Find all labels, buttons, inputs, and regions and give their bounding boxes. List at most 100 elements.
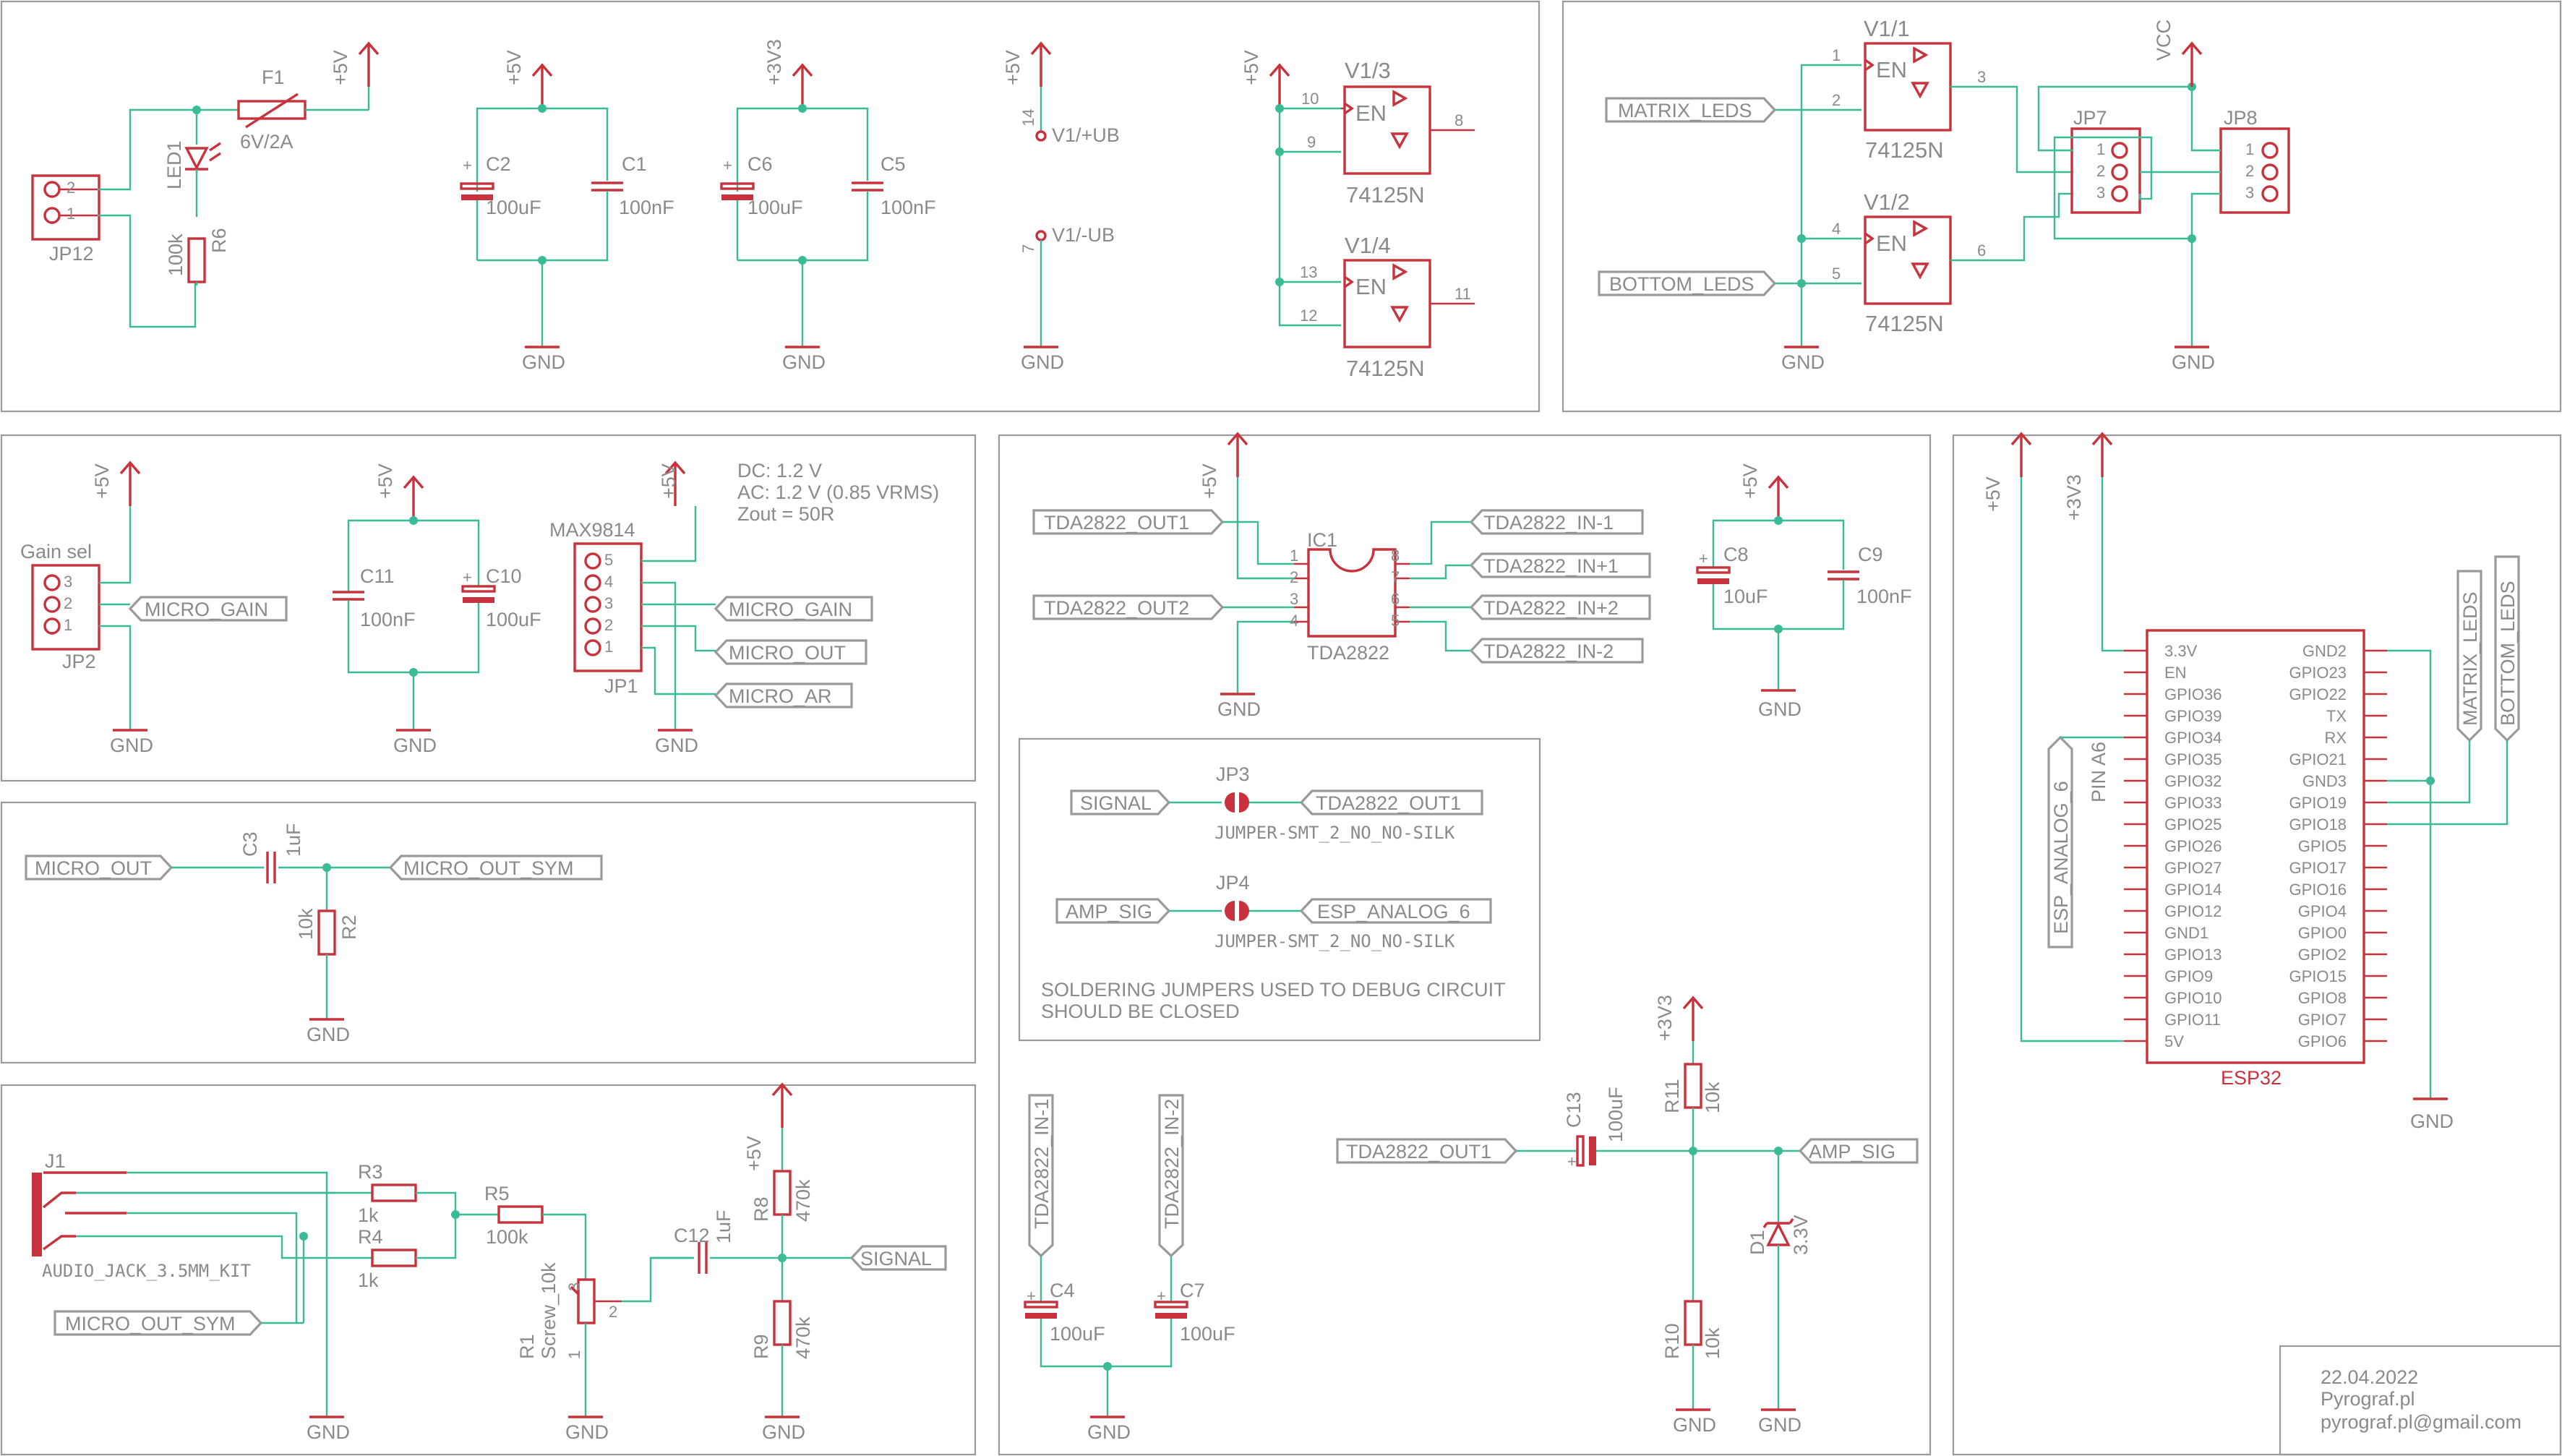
- out1-label: TDA2822_OUT1: [1044, 512, 1189, 534]
- pin-label: 2: [2096, 162, 2105, 180]
- gnd-label: GND: [307, 1421, 350, 1443]
- pin-label: 2: [64, 594, 72, 612]
- polarity-mark: +: [1027, 1287, 1036, 1305]
- v1-1-label: V1/1: [1864, 16, 1910, 41]
- pin-label: 1: [2245, 140, 2254, 158]
- r3-value: 1k: [358, 1204, 379, 1226]
- polarity-mark: +: [1567, 1152, 1577, 1170]
- pin-label: 3: [2245, 184, 2254, 202]
- gnd-label: GND: [1781, 351, 1825, 373]
- pin-label: 1: [67, 205, 75, 223]
- supply-label: +5V: [91, 463, 113, 499]
- v1-3-label: V1/3: [1345, 58, 1391, 83]
- esp32-pin-label: GPIO21: [2289, 750, 2347, 768]
- esp32-pin-label: EN: [2164, 664, 2187, 682]
- pin-label: 1: [565, 1350, 583, 1359]
- jack-label: AUDIO_JACK_3.5MM_KIT: [42, 1261, 251, 1281]
- enable-label: EN: [1355, 100, 1387, 126]
- gnd-label: GND: [1758, 698, 1801, 720]
- title-block: 22.04.2022 Pyrograf.pl pyrograf.pl@gmail…: [2321, 1366, 2522, 1433]
- esp32-pin-label: GPIO10: [2164, 989, 2222, 1007]
- esp32-pin-label: GPIO12: [2164, 902, 2222, 920]
- in-minus-2-label: TDA2822_IN-2: [1161, 1099, 1183, 1229]
- polarity-mark: +: [1157, 1287, 1166, 1305]
- signal-label: SIGNAL: [1080, 792, 1152, 814]
- c7-value: 100uF: [1180, 1323, 1235, 1345]
- out2-label: TDA2822_OUT2: [1044, 597, 1189, 619]
- gnd-label: GND: [1758, 1414, 1801, 1436]
- pin-label: 11: [1454, 285, 1471, 303]
- gnd-label: GND: [110, 735, 153, 756]
- esp32-pin-label: GPIO0: [2298, 924, 2347, 942]
- gnd-label: GND: [1673, 1414, 1716, 1436]
- pin-label: 12: [1300, 307, 1317, 325]
- f1-label: F1: [262, 67, 285, 88]
- c9-value: 100nF: [1856, 586, 1912, 607]
- pin-a6-label: PIN A6: [2088, 742, 2109, 802]
- jp12-connector: 2 1 JP12: [31, 174, 100, 265]
- esp32-right-pins: GND2GPIO23GPIO22TXRXGPIO21GND3GPIO19GPIO…: [2289, 642, 2387, 1050]
- r10-value: 10k: [1702, 1327, 1723, 1359]
- pin-label: 1: [1832, 46, 1841, 64]
- micro-gain-label: MICRO_GAIN: [729, 599, 852, 620]
- gnd-label: GND: [522, 351, 565, 373]
- r8-label: R8: [750, 1196, 772, 1222]
- r3-label: R3: [358, 1161, 383, 1183]
- gnd-label: GND: [1021, 351, 1064, 373]
- jp12-label: JP12: [49, 243, 94, 265]
- c6-value: 100uF: [747, 197, 803, 218]
- pin-label: 7: [1019, 244, 1037, 253]
- esp32-pin-label: TX: [2326, 707, 2347, 725]
- c8-value: 10uF: [1723, 586, 1768, 607]
- c5-value: 100nF: [881, 197, 936, 218]
- gnd-label: GND: [762, 1421, 805, 1443]
- c3-label: C3: [239, 831, 261, 857]
- r9-label: R9: [750, 1334, 772, 1359]
- c2-c1-group: +5V + GND C2 100uF C1 100nF: [460, 50, 674, 373]
- email-text: pyrograf.pl@gmail.com: [2321, 1411, 2522, 1433]
- pin-label: 4: [1290, 612, 1298, 630]
- v1-minus-label: V1/-UB: [1052, 224, 1115, 246]
- microphone-section: Gain sel 3 2 1 JP2 +5V GND MICRO_GAIN +5…: [20, 460, 939, 756]
- chip-label: 74125N: [1865, 137, 1944, 163]
- micro-out-label: MICRO_OUT: [729, 642, 846, 664]
- r6-value: 100k: [165, 234, 187, 276]
- max9814-label: MAX9814: [549, 519, 635, 541]
- esp32-pin-label: GPIO36: [2164, 685, 2222, 703]
- pin-label: 13: [1300, 263, 1317, 281]
- pin-label: 1: [2096, 140, 2105, 158]
- r4-label: R4: [358, 1226, 383, 1248]
- pin-label: 8: [1454, 111, 1463, 129]
- pin-label: 8: [1391, 547, 1400, 565]
- pin-label: 6: [1977, 241, 1986, 260]
- esp32-pin-label: GND3: [2302, 772, 2347, 790]
- esp32-pin-label: GPIO32: [2164, 772, 2222, 790]
- gnd-label: GND: [2410, 1110, 2454, 1132]
- jp7-label: JP7: [2073, 107, 2107, 129]
- matrix-leds-label: MATRIX_LEDS: [1618, 100, 1752, 121]
- supply-label: +3V3: [2063, 474, 2085, 521]
- esp32-pin-label: GPIO13: [2164, 946, 2222, 964]
- c1-label: C1: [622, 153, 647, 175]
- esp32-pin-label: GPIO6: [2298, 1032, 2347, 1050]
- polarity-mark: +: [723, 156, 732, 174]
- c5-label: C5: [881, 153, 906, 175]
- v1-plus-label: V1/+UB: [1052, 124, 1120, 146]
- note-line-1: SOLDERING JUMPERS USED TO DEBUG CIRCUIT: [1041, 979, 1506, 1001]
- r2-label: R2: [338, 915, 360, 940]
- pin-label: 2: [1832, 91, 1841, 109]
- esp32-pin-label: GPIO22: [2289, 685, 2347, 703]
- v1-supply-pins: +5V 14 V1/+UB 7 V1/-UB GND: [1002, 42, 1120, 373]
- gnd-label: GND: [1087, 1421, 1131, 1443]
- supply-label: +5V: [1982, 476, 2004, 512]
- esp32-pin-label: GPIO34: [2164, 729, 2222, 747]
- in-minus-2-label: TDA2822_IN-2: [1483, 641, 1614, 662]
- fuse-f1: F1 6V/2A: [197, 67, 369, 153]
- micro-out-section: MICRO_OUT C3 1uF MICRO_OUT_SYM GND 10k R…: [25, 823, 603, 1045]
- c4-value: 100uF: [1050, 1323, 1105, 1345]
- esp32-pin-label: GPIO14: [2164, 881, 2222, 899]
- tda2822-section: TDA2822_OUT1 TDA2822_OUT2 +5V GND 1 2 3 …: [1032, 432, 1912, 720]
- pin-label: 6: [1391, 590, 1400, 608]
- c11-value: 100nF: [360, 609, 416, 630]
- c12-label: C12: [674, 1225, 710, 1246]
